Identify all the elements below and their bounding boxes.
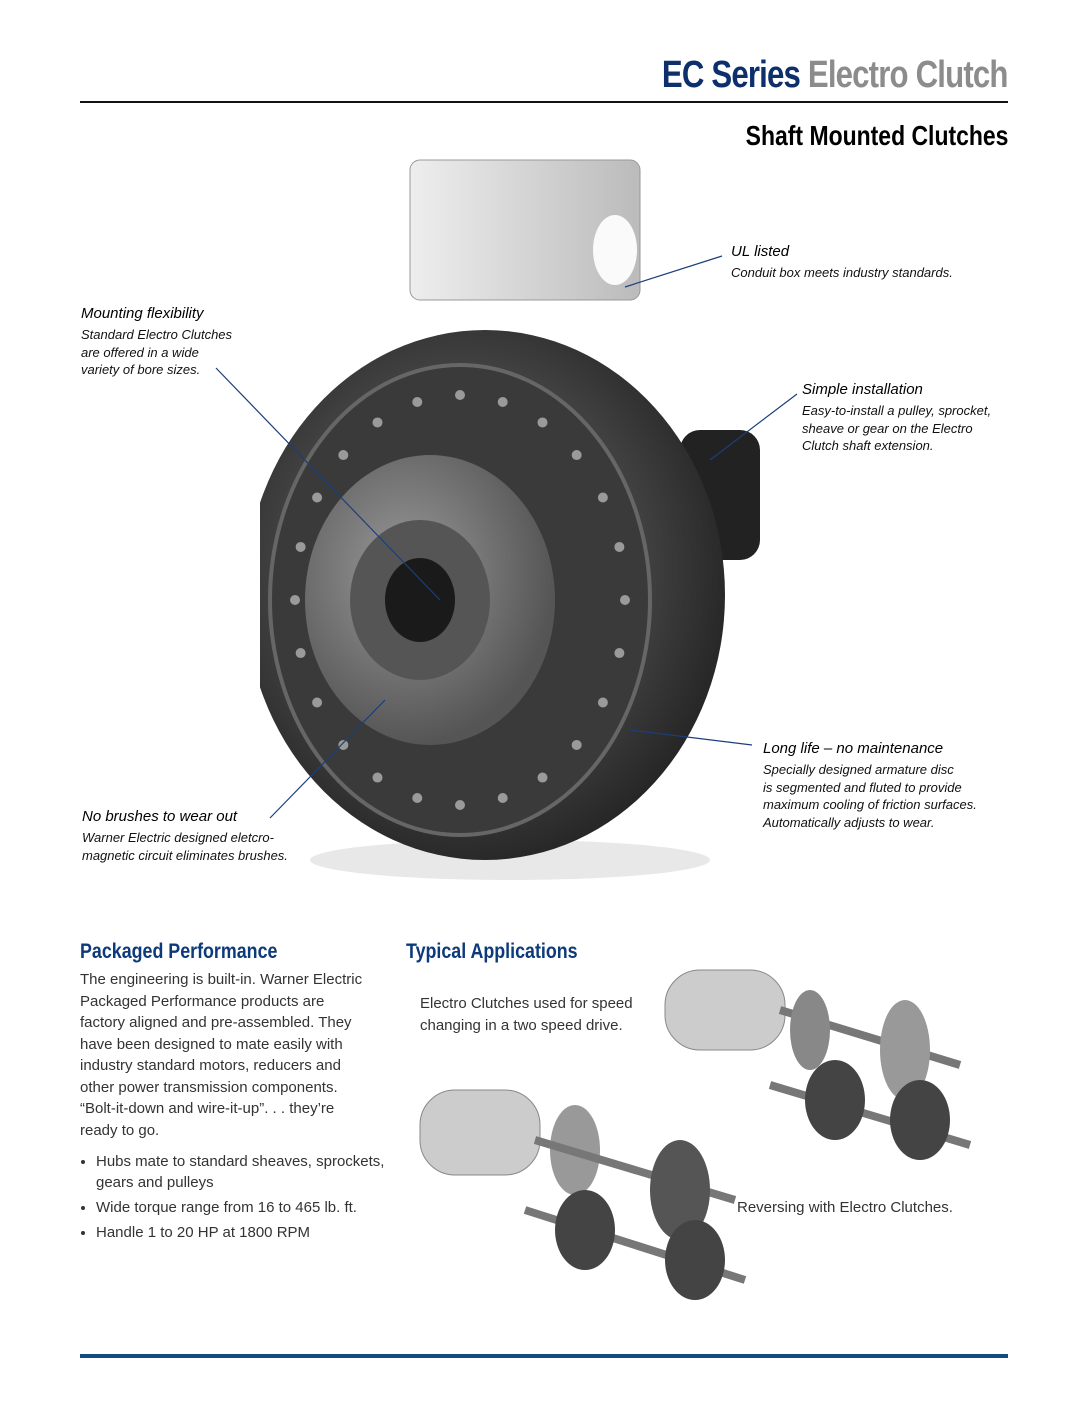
footer-rule	[80, 1354, 1008, 1358]
bolt-hole	[614, 648, 625, 659]
packaged-performance-text: The engineering is built-in. Warner Elec…	[80, 969, 380, 1141]
callout-text: Warner Electric designed eletcro-	[82, 830, 274, 845]
callout-title: Simple installation	[802, 381, 923, 398]
bolt-hole	[338, 739, 349, 750]
feature-item: Handle 1 to 20 HP at 1800 RPM	[96, 1222, 386, 1243]
text-line: “Bolt-it-down and wire-it-up”. . . they’…	[80, 1100, 335, 1117]
callout-text: Clutch shaft extension.	[802, 438, 934, 453]
bolt-hole	[597, 697, 608, 708]
bolt-hole	[614, 541, 625, 552]
bolt-hole	[412, 396, 423, 407]
callout-title: No brushes to wear out	[82, 808, 238, 825]
callout-text: sheave or gear on the Electro	[802, 420, 973, 436]
callout-simple-installation: Simple installation Easy-to-install a pu…	[802, 381, 991, 455]
bolt-hole	[497, 793, 508, 804]
callout-long-life: Long life – no maintenance Specially des…	[763, 740, 977, 831]
callout-text: Standard Electro Clutches	[81, 327, 233, 342]
two-speed-drive-illustration	[664, 969, 972, 1160]
bolt-hole	[338, 450, 349, 461]
text-line: factory aligned and pre-assembled. They	[80, 1014, 352, 1031]
callout-text: Conduit box meets industry standards.	[731, 265, 953, 280]
packaged-performance-heading: Packaged Performance	[80, 940, 278, 963]
reversing-drive-illustration	[419, 1089, 747, 1300]
callout-title: Long life – no maintenance	[763, 740, 944, 757]
application-caption-reversing: Reversing with Electro Clutches.	[737, 1199, 953, 1216]
callout-text: maximum cooling of friction surfaces.	[763, 797, 977, 812]
page-subtitle: Shaft Mounted Clutches	[745, 120, 1008, 151]
header-rule	[80, 101, 1008, 103]
text-line: ready to go.	[80, 1121, 160, 1139]
callout-text: Easy-to-install a pulley, sprocket,	[802, 403, 992, 418]
callout-mounting-flexibility: Mounting flexibility Standard Electro Cl…	[81, 305, 232, 379]
callout-ul-listed: UL listed Conduit box meets industry sta…	[731, 243, 953, 282]
bolt-hole	[455, 390, 465, 400]
bolt-hole	[312, 492, 323, 503]
text-line: have been designed to mate easily with	[80, 1035, 343, 1053]
feature-item: Hubs mate to standard sheaves, sprockets…	[96, 1151, 386, 1193]
bolt-hole	[312, 697, 323, 708]
callout-title: UL listed	[731, 243, 790, 260]
text-line: Electro Clutches used for speed	[420, 995, 633, 1012]
text-line: industry standard motors, reducers and	[80, 1057, 341, 1074]
callout-text: Specially designed armature disc	[763, 762, 954, 777]
feature-list: Hubs mate to standard sheaves, sprockets…	[80, 1151, 386, 1247]
application-caption-speed: Electro Clutches used for speed changing…	[420, 993, 633, 1036]
bolt-hole	[412, 793, 423, 804]
text-line: Packaged Performance products are	[80, 992, 325, 1010]
callout-no-brushes: No brushes to wear out Warner Electric d…	[82, 808, 288, 864]
bolt-hole	[455, 800, 465, 810]
bolt-hole	[295, 648, 306, 659]
page-title: EC Series Electro Clutch	[662, 54, 1009, 97]
callout-text: Automatically adjusts to wear.	[763, 814, 935, 830]
typical-applications-heading: Typical Applications	[406, 940, 578, 963]
bolt-hole	[497, 396, 508, 407]
callout-text: is segmented and fluted to provide	[763, 779, 962, 795]
bolt-hole	[372, 417, 383, 428]
bolt-hole	[571, 739, 582, 750]
bolt-hole	[620, 595, 630, 605]
bolt-hole	[571, 450, 582, 461]
title-series: EC Series	[662, 54, 801, 96]
bolt-hole	[290, 595, 300, 605]
callout-text: variety of bore sizes.	[81, 362, 201, 377]
text-line: other power transmission components.	[80, 1078, 338, 1096]
callout-text: magnetic circuit eliminates brushes.	[82, 847, 288, 863]
bolt-hole	[372, 772, 383, 783]
text-line: changing in a two speed drive.	[420, 1016, 623, 1034]
bolt-hole	[537, 417, 548, 428]
bolt-hole	[537, 772, 548, 783]
clutch-illustration	[260, 159, 760, 880]
callout-title: Mounting flexibility	[81, 305, 204, 322]
feature-item: Wide torque range from 16 to 465 lb. ft.	[96, 1197, 386, 1218]
callout-text: are offered in a wide	[81, 344, 199, 360]
bolt-hole	[295, 541, 306, 552]
text-line: The engineering is built-in. Warner Elec…	[80, 971, 363, 988]
bolt-hole	[597, 492, 608, 503]
title-product: Electro Clutch	[808, 54, 1009, 96]
